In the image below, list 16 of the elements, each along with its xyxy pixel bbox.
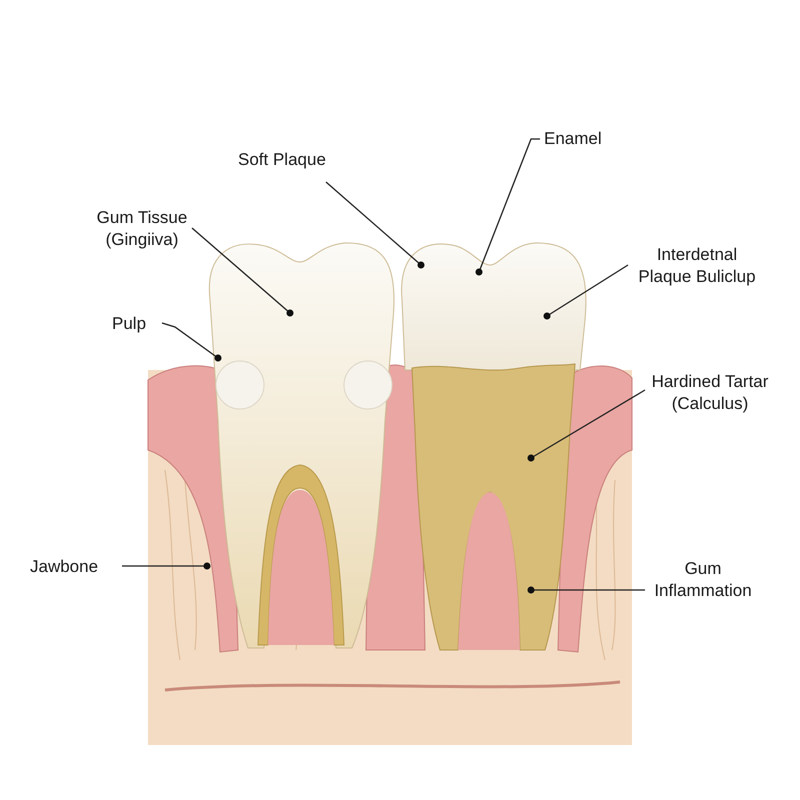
leader-line <box>476 138 540 276</box>
part-label: Interdetnal Plaque Buliclup <box>634 244 760 288</box>
part-label: Hardined Tartar (Calculus) <box>645 371 775 415</box>
part-label: Gum Tissue (Gingiiva) <box>82 207 202 251</box>
part-label: Gum Inflammation <box>638 558 768 602</box>
leader-line <box>528 389 646 462</box>
part-label: Enamel <box>544 128 624 150</box>
leader-line <box>326 182 424 268</box>
part-label: Soft Plaque <box>238 149 348 171</box>
leader-line <box>544 264 628 320</box>
leader-line <box>122 562 210 570</box>
part-label: Jawbone <box>30 556 120 578</box>
leader-line <box>162 322 222 362</box>
leader-line <box>528 586 645 594</box>
part-label: Pulp <box>112 313 162 335</box>
leader-line <box>192 228 294 316</box>
